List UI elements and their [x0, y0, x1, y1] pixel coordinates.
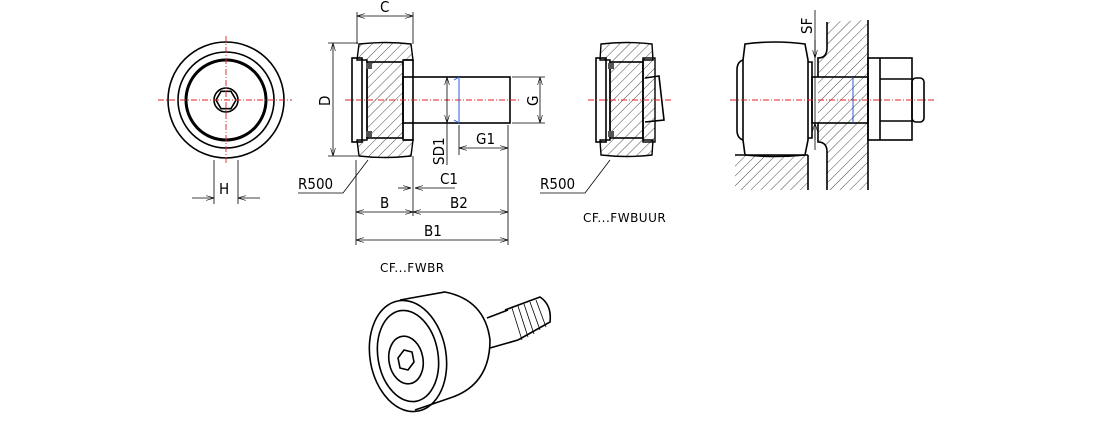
isometric-view — [368, 291, 552, 413]
dim-C: C — [380, 0, 389, 16]
section-view-fwbuur: R500 CF...FWBUUR — [540, 41, 672, 225]
dim-G1: G1 — [476, 130, 495, 148]
dim-D: D — [316, 96, 334, 106]
dim-B2: B2 — [450, 194, 468, 212]
dim-B1: B1 — [424, 222, 442, 240]
caption-fwbr: CF...FWBR — [380, 261, 445, 275]
dim-B: B — [380, 194, 389, 212]
mounted-view: SF — [730, 10, 935, 190]
dim-G: G — [524, 96, 542, 106]
dim-R500-left: R500 — [298, 175, 333, 193]
dim-SF: SF — [798, 18, 816, 34]
caption-fwbuur: CF...FWBUUR — [583, 211, 666, 225]
front-view: H — [158, 36, 292, 204]
dim-R500-right: R500 — [540, 175, 575, 193]
dim-C1: C1 — [440, 170, 458, 188]
dim-H: H — [219, 180, 229, 198]
section-view-fwbr: C D G SD1 G1 C1 B B2 B1 R500 C — [298, 0, 545, 275]
dim-SD1: SD1 — [430, 137, 448, 165]
